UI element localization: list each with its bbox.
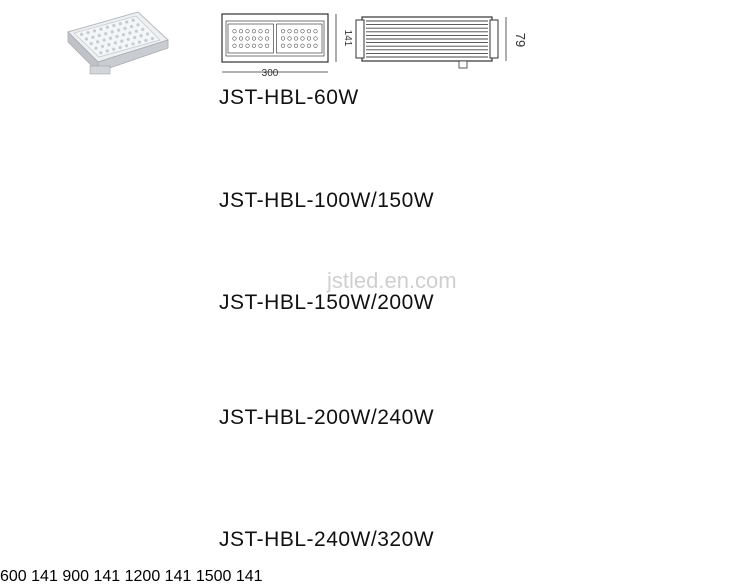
height-label-150w: 141 bbox=[93, 568, 121, 585]
model-label-200w: JST-HBL-200W/240W bbox=[219, 406, 435, 429]
watermark-text: jstled.en.com bbox=[327, 268, 457, 293]
depth-label-60w: 79 bbox=[513, 33, 528, 47]
product-photo-60w bbox=[67, 11, 169, 75]
length-label-60w: 300 bbox=[262, 68, 279, 79]
height-label-100w: 141 bbox=[31, 568, 58, 585]
heatsink-fins bbox=[366, 20, 488, 58]
length-label-240w: 1500 bbox=[195, 568, 232, 585]
model-label-60w: JST-HBL-60W bbox=[219, 86, 359, 109]
product-sheet: 300 141 79 600 1 bbox=[0, 11, 528, 585]
model-label-150w: JST-HBL-150W/200W bbox=[219, 291, 435, 314]
model-label-240w: JST-HBL-240W/320W bbox=[219, 528, 435, 551]
led-array bbox=[80, 18, 154, 55]
length-label-100w: 600 bbox=[0, 568, 27, 585]
height-label-60w: 141 bbox=[342, 30, 353, 47]
drawing-canvas: 300 141 79 bbox=[67, 11, 528, 79]
height-label-200w: 141 bbox=[164, 568, 192, 585]
length-label-150w: 900 bbox=[62, 568, 90, 585]
model-label-100w: JST-HBL-100W/150W bbox=[219, 189, 435, 212]
length-label-200w: 1200 bbox=[124, 568, 161, 585]
height-label-240w: 141 bbox=[235, 568, 263, 585]
drawing-60w-side bbox=[355, 16, 507, 69]
drawing-60w-front bbox=[221, 13, 337, 73]
